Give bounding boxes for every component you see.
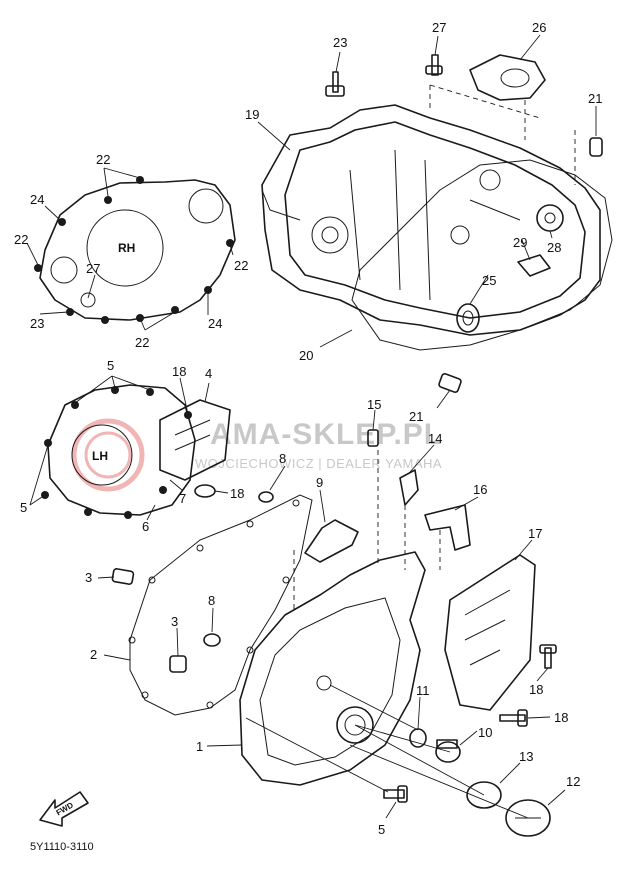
bolt-5-lower[interactable]	[383, 785, 408, 803]
oring-13-part[interactable]	[466, 781, 502, 809]
oil-fitting-cover-part[interactable]	[469, 54, 546, 101]
callout-29: 29	[513, 235, 527, 250]
callout-24: 24	[30, 192, 44, 207]
callout-15: 15	[367, 397, 381, 412]
bearing-25-part[interactable]	[456, 303, 480, 333]
oring-8-upper[interactable]	[258, 491, 274, 503]
bolt-18-lower-right[interactable]	[499, 709, 528, 727]
callout-3: 3	[171, 614, 178, 629]
watermark: AMA-SKLEP.PL WOJCIECHOWICZ | DEALER YAMA…	[71, 418, 443, 492]
bolt-23-top[interactable]	[325, 71, 345, 97]
gasket-2-holes	[128, 499, 300, 709]
callout-21: 21	[588, 91, 602, 106]
crankcase-cover-1-part[interactable]	[239, 551, 426, 786]
lh-cover-label: LH	[92, 449, 108, 463]
watermark-logo	[71, 418, 145, 492]
sprocket-cover-17-part[interactable]	[444, 554, 536, 711]
callout-numbers: 23 27 26 21 19 22 24 22 27 22 23 24 22 2…	[14, 20, 602, 837]
callout-8: 8	[279, 451, 286, 466]
watermark-text: AMA-SKLEP.PL	[210, 418, 443, 451]
dowel-pin-21-lower[interactable]	[438, 373, 462, 393]
callout-6: 6	[142, 519, 149, 534]
clip-9-part[interactable]	[304, 519, 359, 563]
lh-cover-bolts	[41, 386, 192, 519]
callout-8: 8	[208, 593, 215, 608]
forward-arrow-icon: FWD	[39, 791, 89, 827]
callout-13: 13	[519, 749, 533, 764]
callout-18: 18	[529, 682, 543, 697]
fwd-label: FWD	[55, 800, 75, 817]
plate-4-part[interactable]	[159, 399, 231, 481]
left-hand-cover-part[interactable]: LH	[47, 384, 196, 516]
callout-16: 16	[473, 482, 487, 497]
callout-12: 12	[566, 774, 580, 789]
callout-23: 23	[30, 316, 44, 331]
callout-4: 4	[205, 366, 212, 381]
crankcase-gasket-part[interactable]	[351, 159, 613, 351]
callout-22: 22	[14, 232, 28, 247]
callout-22: 22	[135, 335, 149, 350]
callout-22: 22	[96, 152, 110, 167]
callout-28: 28	[547, 240, 561, 255]
dowel-pin-21-top[interactable]	[589, 137, 603, 157]
watermark-subtext: WOJCIECHOWICZ | DEALER YAMAHA	[195, 456, 442, 471]
lever-29-part[interactable]	[517, 254, 551, 277]
callout-14: 14	[428, 431, 442, 446]
callout-5: 5	[20, 500, 27, 515]
dowel-pin-3-lower[interactable]	[169, 655, 187, 673]
callout-18: 18	[230, 486, 244, 501]
callout-11: 11	[416, 683, 430, 698]
callout-3: 3	[85, 570, 92, 585]
callout-27: 27	[86, 261, 100, 276]
callout-leaders	[26, 34, 597, 819]
callout-21: 21	[409, 409, 423, 424]
callout-23: 23	[333, 35, 347, 50]
oring-8-lower[interactable]	[203, 633, 221, 647]
dowel-pin-3-upper[interactable]	[111, 568, 135, 585]
bolt-18-mid[interactable]	[194, 484, 216, 498]
callout-17: 17	[528, 526, 542, 541]
callout-18: 18	[172, 364, 186, 379]
bolt-18-upper-right[interactable]	[539, 644, 557, 669]
callout-7: 7	[179, 491, 186, 506]
bracket-16-part[interactable]	[424, 504, 471, 551]
callout-5: 5	[107, 358, 114, 373]
callout-27: 27	[432, 20, 446, 35]
rh-cover-label: RH	[118, 241, 135, 255]
callout-22: 22	[234, 258, 248, 273]
rotor-28-part[interactable]	[536, 204, 564, 232]
bolt-27-top[interactable]	[425, 54, 443, 76]
callout-24: 24	[208, 316, 222, 331]
callout-2: 2	[90, 647, 97, 662]
diagram-code: 5Y1110-3110	[30, 841, 94, 853]
stay-14-part[interactable]	[399, 469, 419, 506]
callout-25: 25	[482, 273, 496, 288]
callout-26: 26	[532, 20, 546, 35]
callout-10: 10	[478, 725, 492, 740]
callout-9: 9	[316, 475, 323, 490]
right-hand-cover-part[interactable]: RH	[39, 179, 236, 321]
callout-18: 18	[554, 710, 568, 725]
gasket-2-part[interactable]	[129, 494, 313, 716]
callout-19: 19	[245, 107, 259, 122]
plug-10-part[interactable]	[435, 739, 461, 763]
callout-5: 5	[378, 822, 385, 837]
crankcase-part[interactable]	[261, 104, 601, 336]
callout-20: 20	[299, 348, 313, 363]
callout-1: 1	[196, 739, 203, 754]
rh-cover-bolts	[34, 176, 234, 324]
